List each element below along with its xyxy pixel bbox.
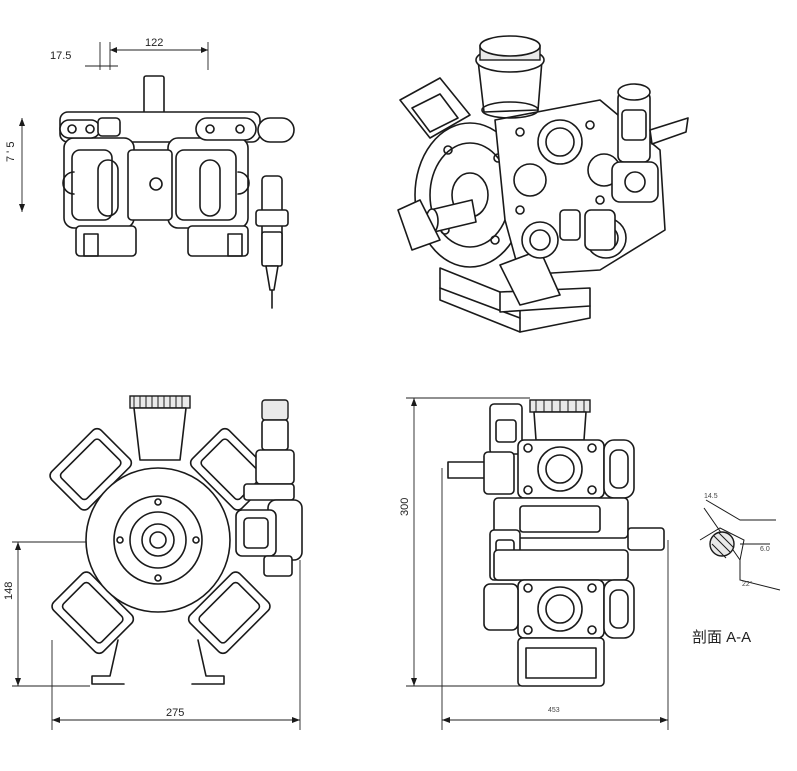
dim-300-label: 300: [399, 498, 411, 516]
section-label: 剖面 A-A: [692, 629, 751, 646]
section-aa: 14.5 6.0 22° 剖面 A-A: [692, 493, 781, 646]
dim-arrow: [15, 678, 21, 686]
isometric-view: [397, 35, 689, 333]
dim-arrow: [15, 542, 21, 550]
dim-arrow: [110, 47, 117, 53]
section-detail-3: 22°: [742, 580, 753, 588]
side-view: 300 453: [399, 397, 669, 730]
front-view: 148 275: [3, 395, 303, 730]
dim-17-5-label: 17.5: [50, 50, 71, 62]
dim-arrow: [442, 717, 450, 723]
dim-148-label: 148: [3, 582, 15, 600]
dim-side-label: 7 ' 5: [5, 142, 17, 162]
section-detail-1: 14.5: [704, 493, 718, 500]
dim-arrow: [52, 717, 60, 723]
dim-122-label: 122: [145, 37, 163, 49]
dim-arrow: [411, 678, 417, 686]
dim-arrow: [201, 47, 208, 53]
top-view: 122 17.5 7 ' 5: [5, 37, 295, 309]
dim-arrow: [19, 118, 25, 126]
dim-arrow: [19, 204, 25, 212]
dim-453-label: 453: [548, 707, 560, 714]
section-detail-2: 6.0: [760, 546, 770, 553]
dim-arrow: [411, 398, 417, 406]
dim-275-label: 275: [166, 707, 184, 719]
dim-arrow: [292, 717, 300, 723]
dim-arrow: [660, 717, 668, 723]
